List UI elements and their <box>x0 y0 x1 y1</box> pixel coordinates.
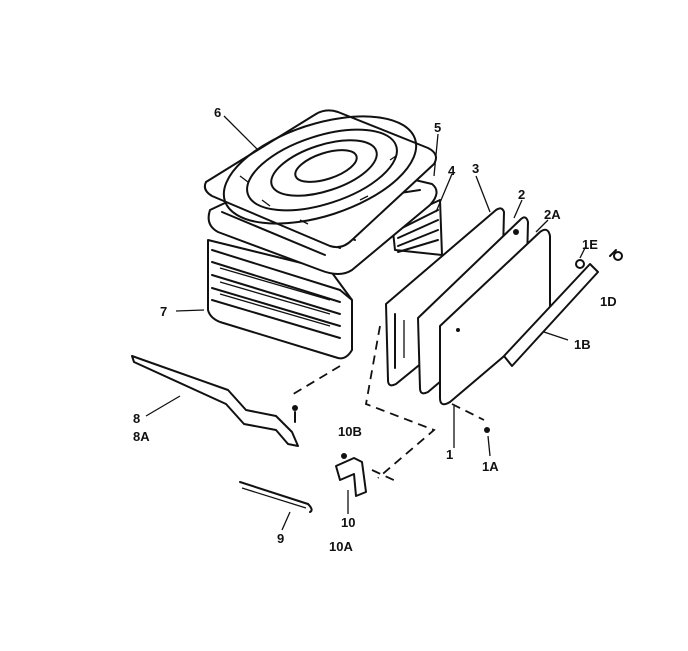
spring-rod-9 <box>239 481 313 513</box>
callout-5: 5 <box>434 120 442 135</box>
leader-lines <box>145 115 587 531</box>
rail-screw <box>292 405 298 423</box>
callout-10b: 10B <box>338 424 362 439</box>
callout-8: 8 <box>133 411 141 426</box>
side-rail-8 <box>131 355 299 447</box>
assembly-lines <box>289 325 485 483</box>
screw-1d <box>609 249 623 261</box>
screw-1a <box>484 427 490 433</box>
callout-7: 7 <box>160 304 168 319</box>
drawer-body <box>207 239 353 360</box>
callout-2a: 2A <box>544 207 561 222</box>
callout-8a: 8A <box>133 429 150 444</box>
callout-10: 10 <box>341 515 356 530</box>
callout-1a: 1A <box>482 459 499 474</box>
callout-10a: 10A <box>329 539 353 554</box>
callout-4: 4 <box>448 163 456 178</box>
callout-1e: 1E <box>582 237 598 252</box>
callout-3: 3 <box>472 161 480 176</box>
callout-1d: 1D <box>600 294 617 309</box>
drawer-glide-1b <box>503 259 599 367</box>
top-tray <box>203 109 437 249</box>
callout-6: 6 <box>214 105 222 120</box>
callout-1: 1 <box>446 447 454 462</box>
callout-2: 2 <box>518 187 526 202</box>
callout-1b: 1B <box>574 337 591 352</box>
bracket-10 <box>335 453 367 497</box>
callout-9: 9 <box>277 531 285 546</box>
